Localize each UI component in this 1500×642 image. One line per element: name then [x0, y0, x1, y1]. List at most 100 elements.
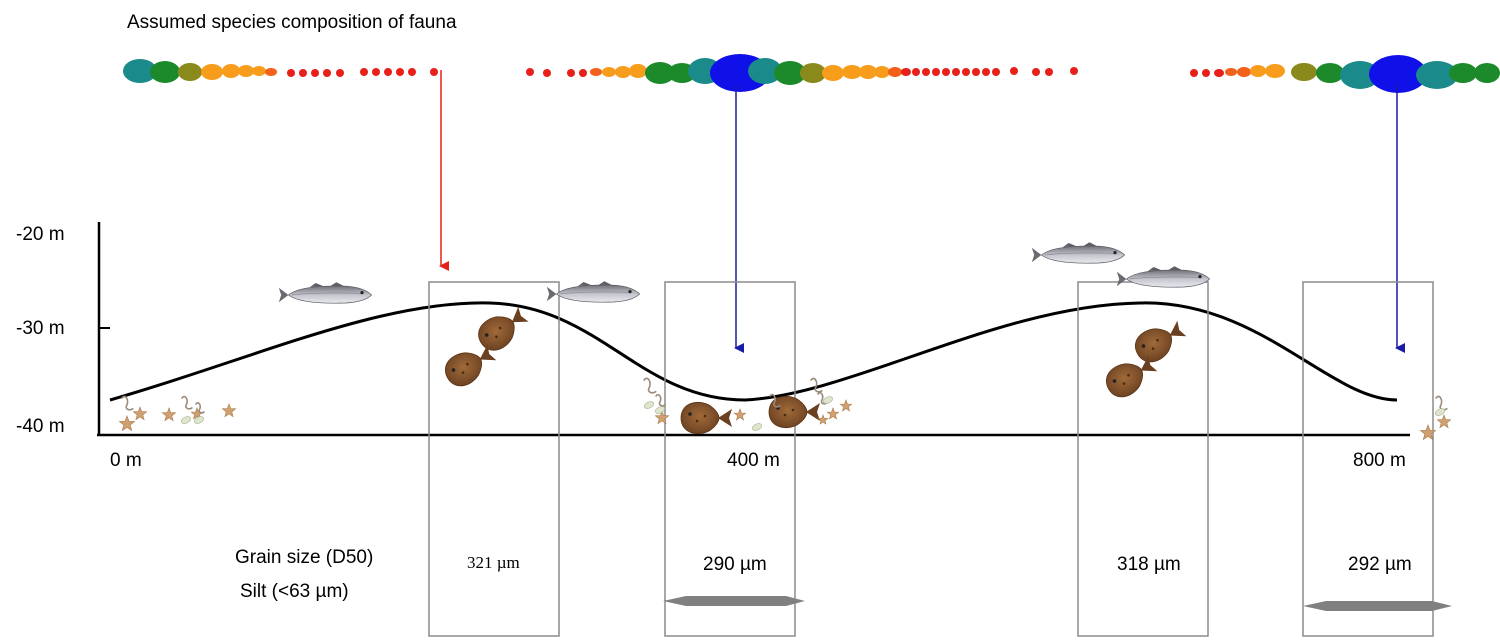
species-dot — [1225, 68, 1237, 76]
species-dot — [201, 64, 223, 80]
flatfish-icon — [1135, 320, 1187, 363]
species-dot — [962, 68, 970, 76]
starfish-icon — [118, 415, 136, 432]
species-dot — [1449, 63, 1477, 83]
silt-label: Silt (<63 µm) — [240, 581, 349, 602]
species-dot — [238, 65, 254, 77]
distance-label-0: 0 m — [110, 450, 142, 471]
species-dot — [1265, 64, 1285, 78]
grain-size-value-2: 290 µm — [703, 554, 767, 575]
species-dot — [323, 69, 331, 77]
distance-label-400: 400 m — [727, 450, 780, 471]
species-dot — [888, 67, 902, 77]
species-dot — [287, 69, 295, 77]
community-arrows — [439, 70, 1405, 353]
depth-label-40: -40 m — [16, 416, 65, 437]
shell-icon — [193, 416, 205, 424]
starfish-icon — [817, 414, 829, 425]
species-dot — [952, 68, 960, 76]
silt-marker-4 — [1303, 601, 1452, 611]
roundfish-icon — [278, 282, 373, 304]
flatfish-icon — [768, 395, 820, 429]
roundfish-icon — [1031, 242, 1126, 264]
species-dot — [178, 63, 202, 81]
flatfish-icon — [445, 344, 497, 387]
species-dot — [360, 68, 368, 76]
species-dot — [123, 59, 157, 83]
starfish-icon — [1436, 414, 1452, 429]
starfish-icon — [733, 408, 747, 421]
silt-marker-2 — [663, 596, 805, 606]
species-composition-band — [123, 54, 1500, 93]
species-dot — [748, 58, 782, 84]
grain-size-value-3: 318 µm — [1117, 554, 1181, 575]
species-dot — [299, 69, 307, 77]
species-dot — [932, 68, 940, 76]
grain-size-value-1: 321 µm — [467, 553, 520, 572]
fauna-illustrations — [118, 242, 1452, 441]
starfish-icon — [654, 410, 670, 425]
shell-icon — [180, 416, 192, 424]
species-dot — [590, 68, 602, 76]
species-dot — [265, 68, 277, 76]
species-dot — [526, 68, 534, 76]
starfish-icon — [1419, 424, 1437, 441]
station-box-1 — [428, 281, 560, 637]
species-dot — [1416, 61, 1458, 89]
starfish-icon — [839, 399, 853, 412]
depth-label-30: -30 m — [16, 318, 65, 339]
species-dot — [942, 68, 950, 76]
species-dot — [645, 62, 675, 84]
species-dot — [372, 68, 380, 76]
species-dot — [982, 68, 990, 76]
worm-icon — [195, 402, 205, 414]
species-dot — [901, 68, 911, 76]
species-dot — [1190, 69, 1198, 77]
worm-icon — [817, 391, 828, 405]
worm-icon — [181, 395, 193, 410]
starfish-icon — [221, 403, 237, 418]
species-dot — [150, 61, 180, 83]
seabed-profile — [109, 301, 1398, 402]
species-dot — [842, 65, 862, 79]
species-dot — [222, 64, 240, 78]
shell-icon — [751, 423, 763, 431]
species-dot — [992, 68, 1000, 76]
worm-icon — [121, 395, 134, 411]
shell-icon — [1434, 408, 1446, 416]
worm-icon — [655, 393, 666, 407]
axes — [97, 222, 1410, 437]
station-box-4 — [1302, 281, 1434, 637]
flatfish-icon — [1106, 355, 1158, 398]
species-dot — [1237, 67, 1251, 77]
species-dot — [311, 69, 319, 77]
distance-label-800: 800 m — [1353, 450, 1406, 471]
species-dot — [1316, 63, 1344, 83]
species-dot — [629, 64, 647, 78]
grain-size-value-4: 292 µm — [1348, 554, 1412, 575]
worm-icon — [643, 377, 657, 394]
worm-icon — [810, 377, 823, 393]
species-dot — [1202, 69, 1210, 77]
species-dot — [396, 68, 404, 76]
species-dot — [384, 68, 392, 76]
starfish-icon — [826, 407, 840, 420]
species-dot — [336, 69, 344, 77]
shell-icon — [822, 396, 834, 404]
worm-icon — [1435, 395, 1448, 411]
shell-icon — [654, 406, 666, 414]
species-dot — [543, 69, 551, 77]
species-dot — [1369, 55, 1427, 93]
species-dot — [1010, 67, 1018, 75]
species-dot — [800, 63, 826, 83]
species-dot — [774, 61, 806, 85]
silt-indicators — [663, 596, 1452, 611]
worm-icon — [769, 393, 781, 408]
species-dot — [602, 67, 616, 77]
species-dot — [1474, 63, 1500, 83]
species-dot — [430, 68, 438, 76]
species-dot — [567, 69, 575, 77]
species-dot — [822, 65, 844, 81]
